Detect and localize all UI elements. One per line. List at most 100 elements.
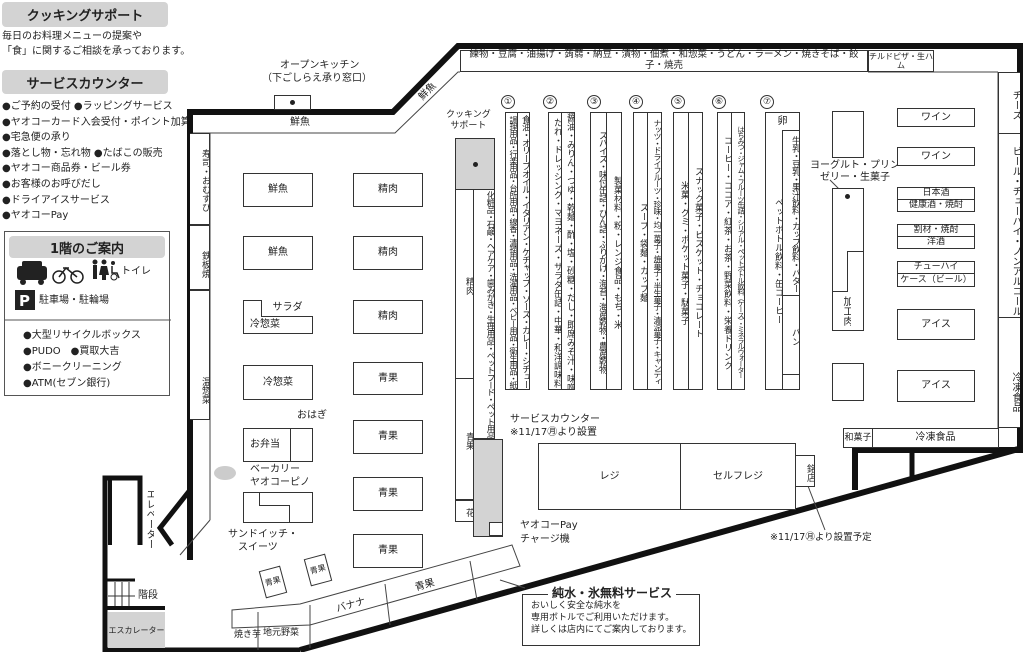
meat-shelf: 精肉	[353, 300, 423, 334]
cooking-desc-line: 「食」に関するご相談を承っております。	[2, 46, 191, 57]
service-item: ●ドライアイスサービス	[2, 194, 110, 206]
milk-section: 牛乳・豆乳・果汁飲料・カップ飲料・バター	[782, 130, 800, 296]
pay-label: ヤオコーPay	[520, 520, 578, 531]
top-strip-deli: 練物・豆腐・油揚げ・蒟蒻・納豆・漬物・佃煮・和惣菜・うどん・ラーメン・焼きそば・…	[460, 49, 868, 72]
aisle-2-right: 醤油・みりん・つゆ・乾麺・酢・塩・砂糖・だし・即席みそ汁・味噌	[561, 112, 575, 390]
elevator-label: エレベーター	[144, 489, 154, 549]
bicycle-icon	[52, 266, 84, 284]
toilet-label: トイレ	[121, 266, 151, 277]
floor-guide-heading: 1階のご案内	[9, 236, 165, 258]
aisle-number: ③	[587, 95, 601, 109]
egg-section: 卵	[765, 112, 800, 131]
aisle-6-right: はちみつ・ジャム・フルーツ缶詰・シリアル・ペットボトル飲料（ケース）・ミネラルウ…	[731, 112, 745, 390]
produce-shelf: 青果	[353, 362, 423, 395]
service-counter[interactable]	[473, 439, 503, 537]
water-service-box: おいしく安全な純水を 専用ボトルでご利用いただけます。 詳しくは店内にてご案内し…	[522, 594, 700, 646]
cooking-support-counter[interactable]	[455, 138, 495, 190]
cooking-support-label: クッキングサポート	[446, 110, 491, 132]
water-desc: おいしく安全な純水を	[531, 601, 622, 611]
diagonal-wall	[299, 445, 1023, 652]
meat-strip: 精肉	[455, 189, 474, 379]
meat-shelf: 精肉	[353, 236, 423, 270]
water-desc: 専用ボトルでご利用いただけます。	[531, 613, 675, 623]
chilled-pizza-section: チルドピザ・生ハム	[868, 50, 934, 72]
wagashi-section: 和菓子	[843, 428, 873, 448]
service-item: ●落とし物・忘れ物 ●たばこの販売	[2, 147, 163, 159]
flower-section: 花	[455, 500, 474, 522]
cooking-support-label-line: クッキング	[446, 110, 491, 120]
service-item: ●ヤオコーカード入会受付・ポイント加算	[2, 116, 191, 128]
ohagi-label: おはぎ	[297, 410, 327, 421]
water-service-title: 純水・氷無料サービス	[548, 586, 677, 601]
service-item: ●宅急便の承り	[2, 132, 71, 144]
fish-top-label: 鮮魚	[290, 117, 310, 128]
ice-cream-freezer: アイス	[897, 370, 975, 402]
sandwich-label: スイーツ	[238, 542, 278, 553]
salad-deli-shelf: サラダ 冷惣菜	[243, 300, 313, 334]
aisle-number: ⑥	[712, 95, 726, 109]
wine-shelf: ワイン	[897, 147, 975, 166]
roast-potato-label: 焼き芋	[234, 630, 262, 640]
aisle-4-right: ナッツ・ドライフルーツ・珍味・均一菓子・焼菓子・半生菓子・清涼菓子・キャンディ	[647, 112, 662, 390]
produce-shelf: 青果	[353, 420, 423, 454]
cheese-section: チーズ	[998, 72, 1020, 134]
aisle-7: 卵 ペットボトル飲料・缶コーヒー 牛乳・豆乳・果汁飲料・カップ飲料・バター パン	[765, 112, 800, 390]
produce-strip: 青果	[455, 378, 474, 500]
yogurt-shelf-top	[832, 111, 864, 158]
parking-icon	[15, 290, 35, 310]
floor-guide-box: 1階のご案内 トイレ P 駐車場・駐輪場 ●大型リサイクルボックス ●PUDO …	[4, 231, 171, 396]
service-item: ●ご予約の受付 ●ラッピングサービス	[2, 101, 173, 112]
yogurt-meat-shelf: 加工肉	[832, 188, 864, 331]
meat-shelf: 精肉	[353, 173, 423, 207]
stairs-label: 階段	[138, 590, 158, 601]
escalator: エスカレーター	[108, 612, 165, 648]
aisle-number: ④	[629, 95, 643, 109]
beer-section: ビール・チューハイ・ノンアルコール	[998, 133, 1020, 318]
shochu-shelf: 健康酒・焼酎	[897, 199, 975, 212]
bento-shelf: お弁当	[243, 428, 313, 462]
aisle-number: ⑤	[671, 95, 685, 109]
bakery-logo-icon	[214, 466, 236, 480]
bakery-label: ベーカリー	[250, 464, 300, 475]
facility-item: ●ATM(セブン銀行)	[23, 378, 111, 389]
cooking-support-label-line: サポート	[450, 120, 487, 131]
western-liquor-shelf: 洋酒	[897, 236, 975, 249]
car-icon	[17, 261, 47, 285]
register-area: レジ	[538, 443, 681, 510]
parking-label: 駐車場・駐輪場	[39, 295, 109, 306]
cooking-support-heading: クッキングサポート	[2, 2, 168, 27]
produce-shelf: 青果	[353, 534, 423, 568]
hot-deli-section: 温惣菜	[190, 290, 210, 420]
teppanyaki-section: 鉄板焼	[190, 225, 210, 290]
facility-item: ●PUDO ●買取大吉	[23, 346, 120, 357]
aisle-5-right: スナック菓子・ビスケット・チョコレート	[688, 112, 703, 390]
cosmetics-aisle: 化粧品・石鹸・ヘアケア・歯みがき・生理用品・ペットフード・ペット用品	[473, 189, 495, 439]
aisle-4-left: スープ・袋麺・カップ麺	[633, 112, 648, 390]
service-item: ●お客様のお呼びだし	[2, 178, 101, 190]
aisle-3-left: スパイス・味付缶詰・びん詰・ふりかけ・海苔・海産乾物・農産乾物	[590, 112, 607, 390]
service-list: ●ご予約の受付 ●ラッピングサービス ●ヤオコーカード入会受付・ポイント加算 ●…	[2, 99, 191, 224]
facility-icons	[5, 259, 171, 321]
processed-meat-label: 加工肉	[841, 296, 851, 326]
fish-shelf: 鮮魚	[243, 236, 313, 270]
open-kitchen-label: オープンキッチン	[280, 60, 360, 71]
yogurt-label-line: ヨーグルト・プリン	[810, 160, 900, 171]
cooking-desc-line: 毎日のお料理メニューの提案や	[2, 31, 142, 42]
service-counter-label: サービスカウンター	[510, 414, 600, 425]
aisle-number: ①	[501, 95, 515, 109]
frozen-food-bottom: 冷凍食品	[872, 428, 999, 448]
aisle-5-left: 米菓・グミ・ポケット菓子・駄菓子	[673, 112, 689, 390]
bakery-label: ヤオコーピノ	[250, 477, 310, 488]
pay-charge-machine[interactable]	[489, 522, 503, 536]
bento-label: お弁当	[250, 439, 280, 451]
beer-case-shelf: ケース（ビール）	[897, 273, 975, 287]
cold-deli-label: 冷惣菜	[250, 319, 280, 330]
sushi-section: 寿司・おむすび	[190, 133, 210, 225]
service-counter-note: ※11/17㊊より設置	[510, 427, 597, 438]
aisle-number: ⑦	[760, 95, 774, 109]
pet-bottle-section: ペットボトル飲料・缶コーヒー	[765, 130, 783, 390]
water-desc: 詳しくは店内にてご案内しております。	[531, 625, 692, 635]
parking-letter: P	[19, 292, 30, 310]
meiten-section: 銘店	[795, 455, 815, 487]
aisle-2-left: たれ・ドレッシング・マヨネーズ・サラダ缶詰・中華・和洋調味料	[548, 112, 562, 390]
